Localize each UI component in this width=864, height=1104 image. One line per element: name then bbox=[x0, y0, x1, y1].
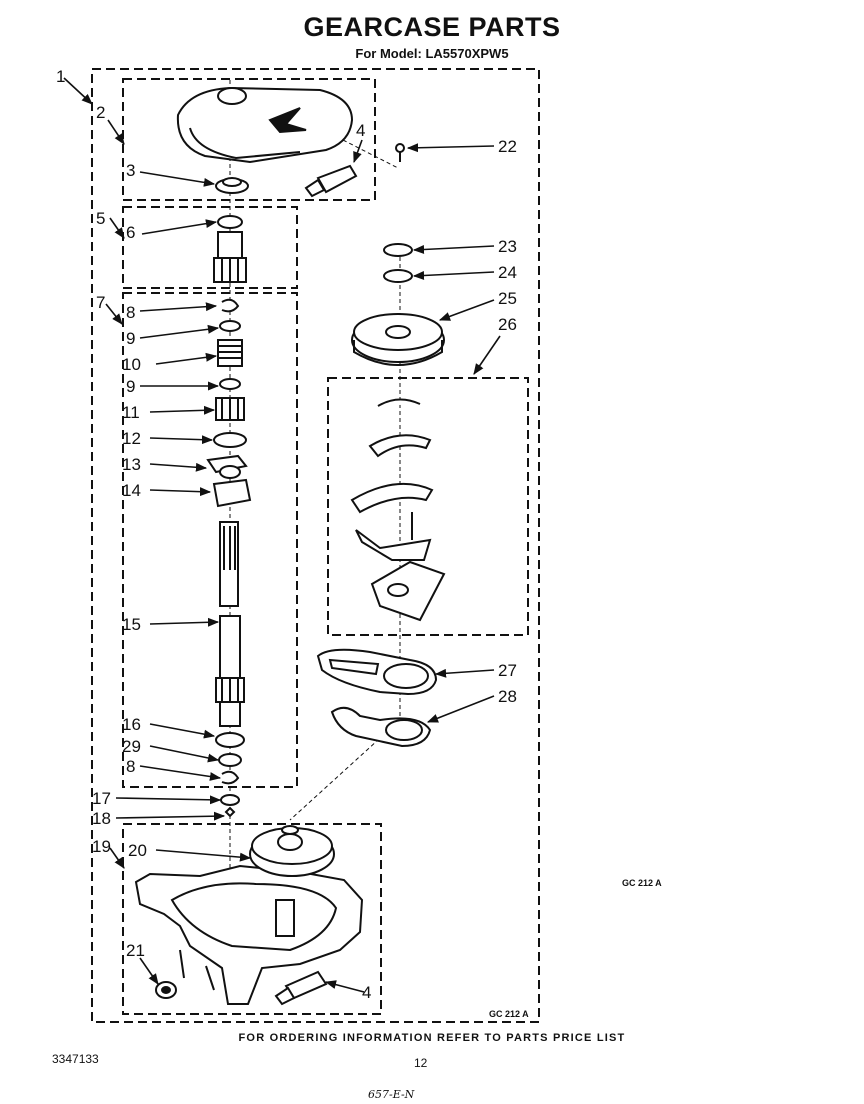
screw-part-icon bbox=[395, 143, 405, 162]
callout-5: 5 bbox=[96, 209, 105, 228]
callout-12: 12 bbox=[122, 429, 141, 448]
callout-25: 25 bbox=[498, 289, 517, 308]
callout-3: 3 bbox=[126, 161, 135, 180]
group-box-5 bbox=[122, 206, 298, 289]
callout-20: 20 bbox=[128, 841, 147, 860]
callout-13: 13 bbox=[122, 455, 141, 474]
callout-17: 17 bbox=[92, 789, 111, 808]
callout-28: 28 bbox=[498, 687, 517, 706]
drive-gear-part-icon bbox=[213, 215, 247, 283]
pinion-assembly-part-icon bbox=[350, 398, 446, 622]
callout-2: 2 bbox=[96, 103, 105, 122]
callout-4-top: 4 bbox=[356, 121, 365, 140]
spline-stack-part-icon bbox=[206, 298, 252, 508]
group-box-19 bbox=[122, 823, 382, 1015]
bushing-part-icon bbox=[155, 981, 177, 999]
model-subtitle: For Model: LA5570XPW5 bbox=[355, 46, 509, 61]
callout-4-bottom: 4 bbox=[362, 983, 371, 1002]
callout-29: 29 bbox=[122, 737, 141, 756]
grease-tube-part-icon bbox=[304, 164, 358, 198]
callout-1: 1 bbox=[56, 67, 65, 86]
group-box-2 bbox=[122, 78, 376, 201]
seal-part-icon bbox=[215, 177, 249, 194]
callout-21: 21 bbox=[126, 941, 145, 960]
shift-lever-part-icon bbox=[316, 648, 438, 696]
callout-10: 10 bbox=[122, 355, 141, 374]
document-number: 3347133 bbox=[52, 1052, 99, 1066]
callout-15: 15 bbox=[122, 615, 141, 634]
callout-19: 19 bbox=[92, 837, 111, 856]
group-box-26 bbox=[327, 377, 529, 636]
callout-8-bottom: 8 bbox=[126, 757, 135, 776]
drive-gear-large-part-icon bbox=[351, 313, 445, 366]
group-box-7 bbox=[122, 292, 298, 788]
callout-22: 22 bbox=[498, 137, 517, 156]
callout-26: 26 bbox=[498, 315, 517, 334]
callout-23: 23 bbox=[498, 237, 517, 256]
callout-27: 27 bbox=[498, 661, 517, 680]
callout-labels: 1 2 3 4 5 6 7 8 9 10 9 11 12 13 14 15 16… bbox=[56, 67, 517, 1002]
callout-6: 6 bbox=[126, 223, 135, 242]
washers-part-icon bbox=[215, 732, 245, 818]
agitate-shaft-part-icon bbox=[215, 521, 245, 727]
page-number: 12 bbox=[414, 1056, 428, 1070]
callout-9-top: 9 bbox=[126, 329, 135, 348]
ordering-note: FOR ORDERING INFORMATION REFER TO PARTS … bbox=[238, 1032, 626, 1044]
callout-11: 11 bbox=[122, 403, 140, 422]
handwritten-note: 657-E-N bbox=[368, 1088, 415, 1101]
callout-18: 18 bbox=[92, 809, 111, 828]
gear-case-part-icon bbox=[134, 825, 364, 1005]
callout-16: 16 bbox=[122, 715, 141, 734]
callout-14: 14 bbox=[122, 481, 141, 500]
callout-7: 7 bbox=[96, 293, 105, 312]
grease-tube-bottom-part-icon bbox=[274, 970, 328, 1006]
gear-cover-part-icon bbox=[176, 86, 354, 164]
page-title: GEARCASE PARTS bbox=[303, 12, 561, 42]
thrust-washer-part-icon bbox=[383, 243, 413, 283]
shift-fork-part-icon bbox=[330, 706, 432, 748]
callout-8-top: 8 bbox=[126, 303, 135, 322]
diagram-code-bottom: GC 212 A bbox=[489, 1009, 529, 1019]
callout-9-bottom: 9 bbox=[126, 377, 135, 396]
diagram-code-right: GC 212 A bbox=[622, 878, 662, 888]
callout-24: 24 bbox=[498, 263, 517, 282]
